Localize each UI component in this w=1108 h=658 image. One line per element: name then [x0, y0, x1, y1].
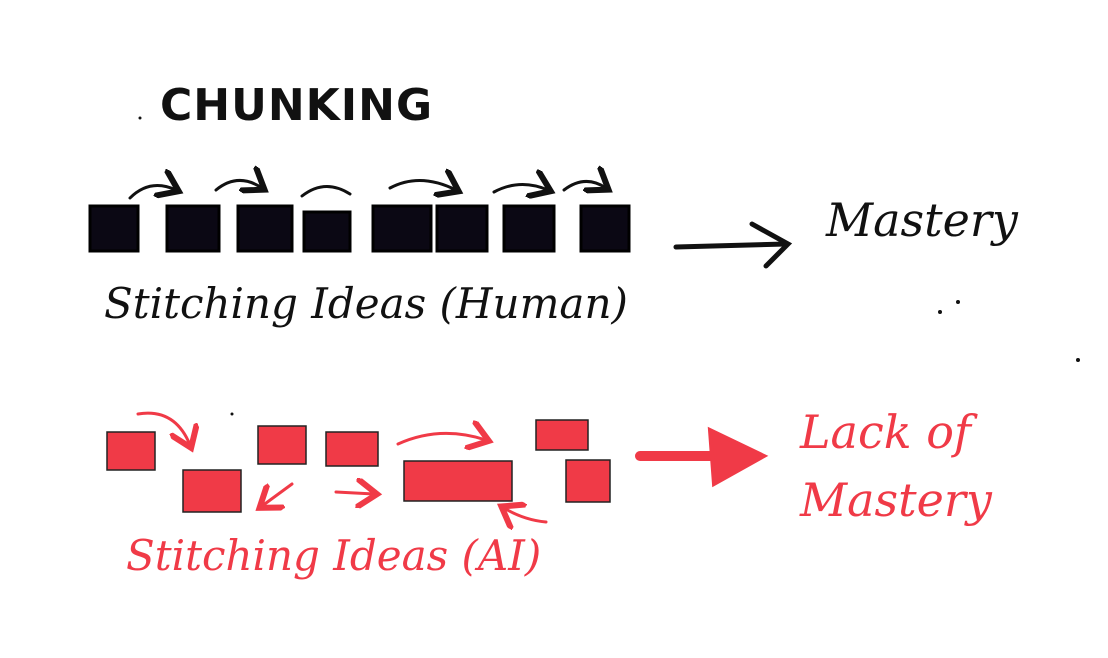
ai-link-arrow-1: [136, 411, 190, 445]
stray-marks: [138, 116, 1080, 416]
human-block-7: [502, 204, 556, 253]
human-block-2: [165, 204, 221, 253]
ai-link-arrow-2: [262, 482, 294, 506]
ai-outcome-label-line1: Lack of: [799, 405, 978, 459]
diagram-title: CHUNKING: [160, 80, 433, 131]
ai-outcome-label-line2: Mastery: [799, 473, 993, 527]
ai-link-arrows: [136, 411, 548, 522]
ai-blocks: [106, 419, 611, 513]
human-block-6: [435, 204, 489, 253]
ai-block-6: [535, 419, 589, 451]
human-link-arrow-6: [562, 181, 606, 190]
ai-block-3: [257, 425, 307, 465]
human-blocks: [88, 204, 631, 253]
human-link-arrow-3: [300, 185, 352, 198]
ai-link-arrow-3: [334, 492, 374, 494]
human-outcome-arrow: [673, 221, 793, 269]
ai-link-arrow-5: [504, 508, 548, 522]
human-label: Stitching Ideas (Human): [104, 279, 628, 328]
human-link-arrow-5: [492, 184, 548, 192]
human-block-8: [579, 204, 631, 253]
ai-block-5: [403, 460, 513, 502]
ai-outcome-arrow: [635, 426, 769, 488]
human-block-1: [88, 204, 140, 253]
ai-link-arrow-4: [396, 433, 486, 444]
human-link-arrow-2: [214, 180, 262, 190]
ai-block-4: [325, 431, 379, 467]
ai-block-7: [565, 459, 611, 503]
ai-block-1: [106, 431, 156, 471]
ai-label: Stitching Ideas (AI): [126, 531, 541, 580]
human-link-arrow-1: [128, 186, 176, 200]
human-block-4: [302, 210, 352, 253]
human-outcome-label: Mastery: [825, 193, 1019, 247]
human-block-5: [371, 204, 433, 253]
human-link-arrow-4: [388, 180, 456, 190]
human-link-arrows: [128, 180, 606, 200]
ai-block-2: [182, 469, 242, 513]
human-block-3: [236, 204, 294, 253]
